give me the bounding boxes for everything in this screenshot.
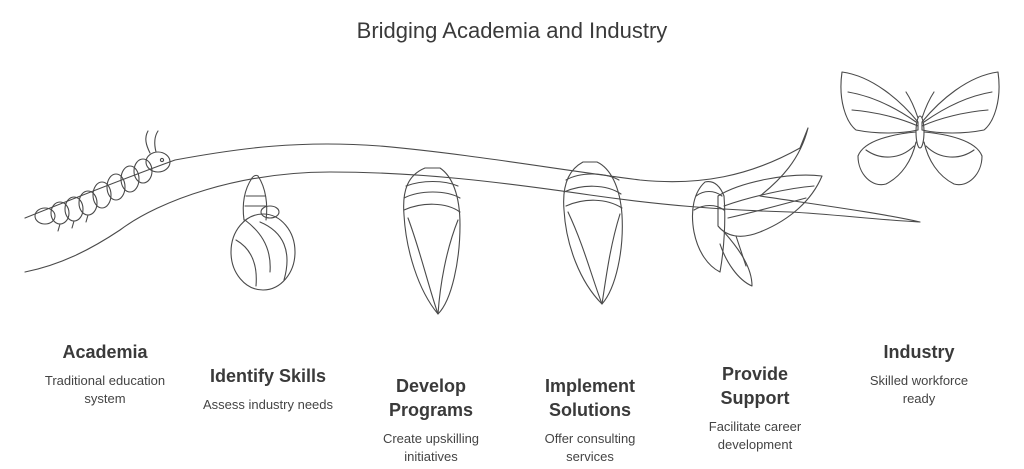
stage-heading: Academia (62, 342, 148, 362)
stage-develop-programs: Develop Programs Create upskilling initi… (351, 374, 511, 466)
stage-description: Create upskilling initiatives (382, 431, 480, 464)
stage-description: Facilitate career development (708, 419, 802, 452)
stage-description: Assess industry needs (202, 397, 334, 412)
coiled-pupa-icon (230, 174, 296, 291)
diagram-title: Bridging Academia and Industry (356, 18, 668, 43)
stage-academia: Academia Traditional education system (25, 340, 185, 408)
stage-description: Skilled workforce ready (869, 373, 969, 406)
butterfly-icon (840, 71, 1000, 186)
caterpillar-icon (34, 130, 171, 232)
branch-icon (24, 127, 921, 273)
stage-heading: Develop Programs (388, 376, 474, 420)
stage-provide-support: Provide Support Facilitate career develo… (675, 362, 835, 454)
stage-heading: Provide Support (720, 364, 790, 408)
stage-heading: Implement Solutions (544, 376, 636, 420)
chrysalis-icon (563, 161, 623, 305)
stage-heading: Identify Skills (209, 366, 327, 386)
stage-description: Offer consulting services (544, 431, 636, 464)
stage-implement-solutions: Implement Solutions Offer consulting ser… (510, 374, 670, 466)
chrysalis-icon (403, 167, 461, 315)
emerging-butterfly-icon (691, 174, 823, 287)
stage-description: Traditional education system (44, 373, 166, 406)
stage-heading: Industry (883, 342, 955, 362)
stage-industry: Industry Skilled workforce ready (839, 340, 999, 408)
stage-identify-skills: Identify Skills Assess industry needs (188, 364, 348, 414)
